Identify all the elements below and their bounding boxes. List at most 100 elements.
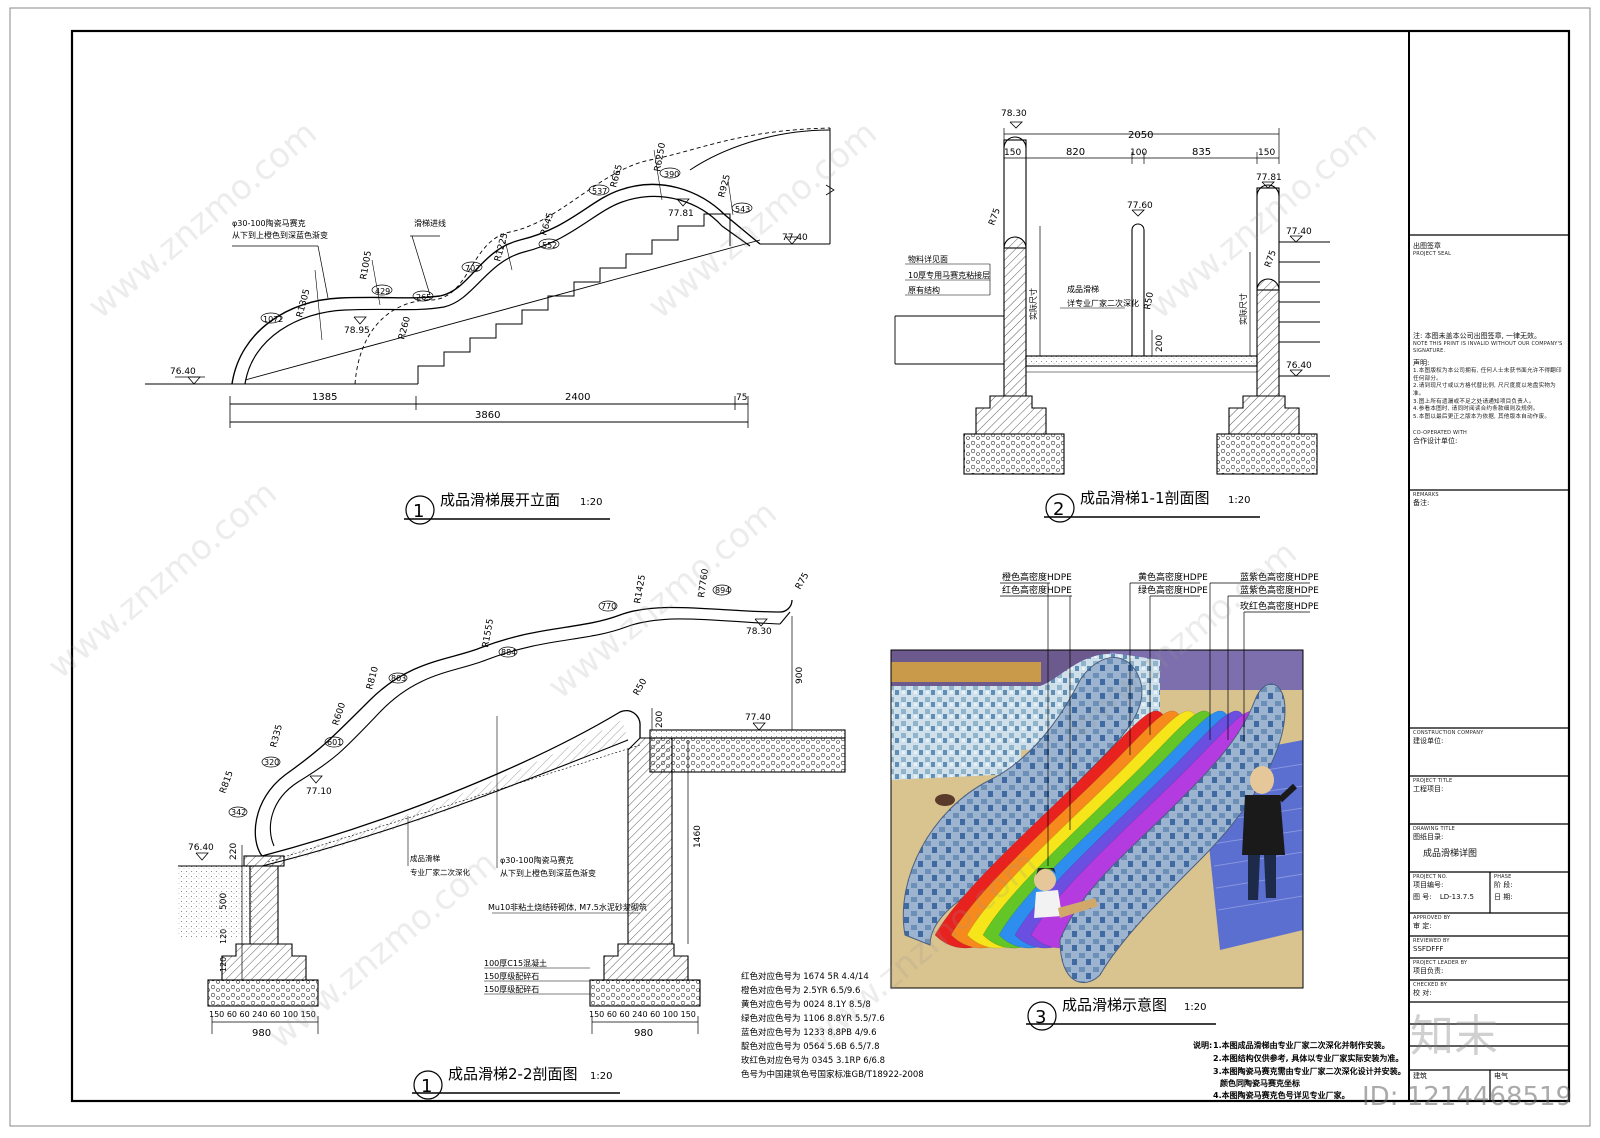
title-section-1-1: 2 成品滑梯1-1剖面图 1:20 [1044,489,1260,523]
svg-text:红色高密度HDPE: 红色高密度HDPE [1002,584,1072,596]
rainbow-slide [934,710,1261,949]
svg-text:342: 342 [231,808,246,817]
declaration-item: 5.本图以最后更正之版本为依据, 其他版本自动作废。 [1413,413,1551,420]
svg-text:成品滑梯展开立面: 成品滑梯展开立面 [440,491,560,509]
construction-label-en: CONSTRUCTION COMPANY [1413,730,1484,736]
approved-label-en: APPROVED BY [1413,915,1451,921]
date-label: 日 期: [1494,893,1513,902]
svg-text:77.40: 77.40 [745,713,771,723]
svg-text:R50: R50 [1143,291,1156,310]
svg-text:实际尺寸: 实际尺寸 [1238,293,1248,325]
svg-text:黄色高密度HDPE: 黄色高密度HDPE [1138,571,1208,583]
svg-text:φ30-100陶瓷马赛克: φ30-100陶瓷马赛克 [232,218,306,228]
svg-text:120: 120 [219,929,228,944]
svg-text:1385: 1385 [312,392,337,403]
reviewed-value: SSFDFFF [1413,944,1444,953]
title-section-2-2: 1 成品滑梯2-2剖面图 1:20 [412,1065,620,1100]
svg-text:成品滑梯: 成品滑梯 [410,853,440,863]
elec-label: 电气 [1494,1072,1508,1080]
svg-text:894: 894 [715,586,730,595]
drawing-no-value: LD-13.7.5 [1439,893,1474,902]
svg-text:1: 1 [421,1076,432,1097]
svg-text:500: 500 [219,893,229,910]
svg-text:78.30: 78.30 [746,627,772,637]
declaration-head: 声明: [1413,358,1430,367]
svg-text:从下到上橙色到深蓝色渐变: 从下到上橙色到深蓝色渐变 [500,868,596,878]
section-1-1-drawing [894,121,1330,475]
validity-note: 注: 本图未盖本公司出图签章, 一律无效。 [1413,332,1542,340]
approved-label: 审 定: [1413,921,1432,930]
title-block: 出图签章 PROJECT SEAL 注: 本图未盖本公司出图签章, 一律无效。 … [1410,34,1566,1100]
svg-text:1.本图成品滑梯由专业厂家二次深化并制作安装。: 1.本图成品滑梯由专业厂家二次深化并制作安装。 [1213,1040,1390,1050]
svg-text:835: 835 [1192,147,1211,158]
svg-text:980: 980 [252,1028,271,1039]
svg-text:77.81: 77.81 [1256,173,1282,183]
arch-label: 建筑 [1413,1072,1427,1080]
drawing-title-label: 图纸目录: [1413,832,1444,841]
svg-text:玫红色对应色号为 0345 3.1RP 6/6.8: 玫红色对应色号为 0345 3.1RP 6/6.8 [741,1055,885,1066]
svg-text:1: 1 [413,501,424,522]
general-notes: 说明: 1.本图成品滑梯由专业厂家二次深化并制作安装。 2.本图结构仅供参考, … [1193,1040,1406,1100]
svg-text:77.60: 77.60 [1127,201,1153,211]
svg-text:900: 900 [795,667,805,684]
svg-text:1460: 1460 [693,825,703,848]
svg-text:150厚级配碎石: 150厚级配碎石 [484,984,539,994]
svg-text:200: 200 [1155,335,1165,352]
svg-text:成品滑梯: 成品滑梯 [1067,284,1099,294]
drawing-title-label-en: DRAWING TITLE [1413,826,1456,832]
svg-text:77.81: 77.81 [668,209,694,219]
svg-text:说明:: 说明: [1193,1040,1212,1050]
svg-text:颜色同陶瓷马赛克坐标: 颜色同陶瓷马赛克坐标 [1220,1078,1300,1088]
svg-text:从下到上橙色到深蓝色渐变: 从下到上橙色到深蓝色渐变 [232,230,328,240]
svg-text:成品滑梯1-1剖面图: 成品滑梯1-1剖面图 [1080,489,1210,507]
svg-text:980: 980 [634,1028,653,1039]
project-no-label: 项目编号: [1413,880,1444,889]
svg-text:橙色对应色号为 2.5YR 6.5/9.6: 橙色对应色号为 2.5YR 6.5/9.6 [741,985,860,996]
svg-text:429: 429 [375,287,390,296]
svg-text:成品滑梯2-2剖面图: 成品滑梯2-2剖面图 [448,1065,578,1083]
svg-text:3860: 3860 [475,410,500,421]
svg-text:详专业厂家二次深化: 详专业厂家二次深化 [1067,298,1139,308]
phase-label: 阶 段: [1494,880,1513,889]
svg-text:滑梯进线: 滑梯进线 [414,218,446,228]
svg-text:820: 820 [1066,147,1085,158]
remarks-label: 备注: [1413,498,1430,507]
svg-text:实际尺寸: 实际尺寸 [1028,288,1038,320]
svg-text:R1305: R1305 [295,288,312,319]
svg-text:2: 2 [1053,499,1064,520]
svg-text:R335: R335 [269,724,285,749]
svg-text:150: 150 [1258,148,1275,158]
svg-text:76.40: 76.40 [188,843,214,853]
svg-text:75: 75 [736,393,747,403]
svg-text:220: 220 [229,843,239,860]
svg-text:884: 884 [501,648,516,657]
svg-text:76.40: 76.40 [170,367,196,377]
section-1-1-labels: 78.30 77.60 77.81 77.40 76.40 2050 150 8… [908,109,1312,371]
svg-text:R645: R645 [539,212,556,237]
svg-text:物料详见面: 物料详见面 [908,254,948,264]
svg-text:R665: R665 [609,164,625,189]
svg-text:1072: 1072 [263,315,283,324]
construction-label: 建设单位: [1413,736,1444,745]
drawing-name: 成品滑梯详图 [1423,849,1478,860]
title-elevation: 1 成品滑梯展开立面 1:20 [404,491,610,525]
validity-note-en: NOTE THIS PRINT IS INVALID WITHOUT OUR C… [1413,341,1563,355]
reviewed-label-en: REVIEWED BY [1413,938,1450,944]
svg-text:100: 100 [1130,148,1147,158]
project-title-label: 工程项目: [1413,784,1444,793]
svg-text:78.30: 78.30 [1001,109,1027,119]
svg-text:2400: 2400 [565,392,590,403]
svg-text:R75: R75 [794,571,812,591]
seal-label: 出图签章 [1413,242,1441,250]
svg-text:552: 552 [542,241,557,250]
svg-text:803: 803 [391,674,406,683]
svg-text:78.95: 78.95 [344,326,370,336]
svg-text:蓝色对应色号为 1233 8.8PB 4/9.6: 蓝色对应色号为 1233 8.8PB 4/9.6 [741,1027,877,1038]
checked-label: 校 对: [1413,988,1432,997]
svg-text:R50: R50 [632,677,650,698]
svg-text:蓝紫色高密度HDPE: 蓝紫色高密度HDPE [1240,584,1319,596]
svg-text:702: 702 [465,264,480,273]
svg-text:10厚专用马赛克粘接层: 10厚专用马赛克粘接层 [908,270,990,280]
